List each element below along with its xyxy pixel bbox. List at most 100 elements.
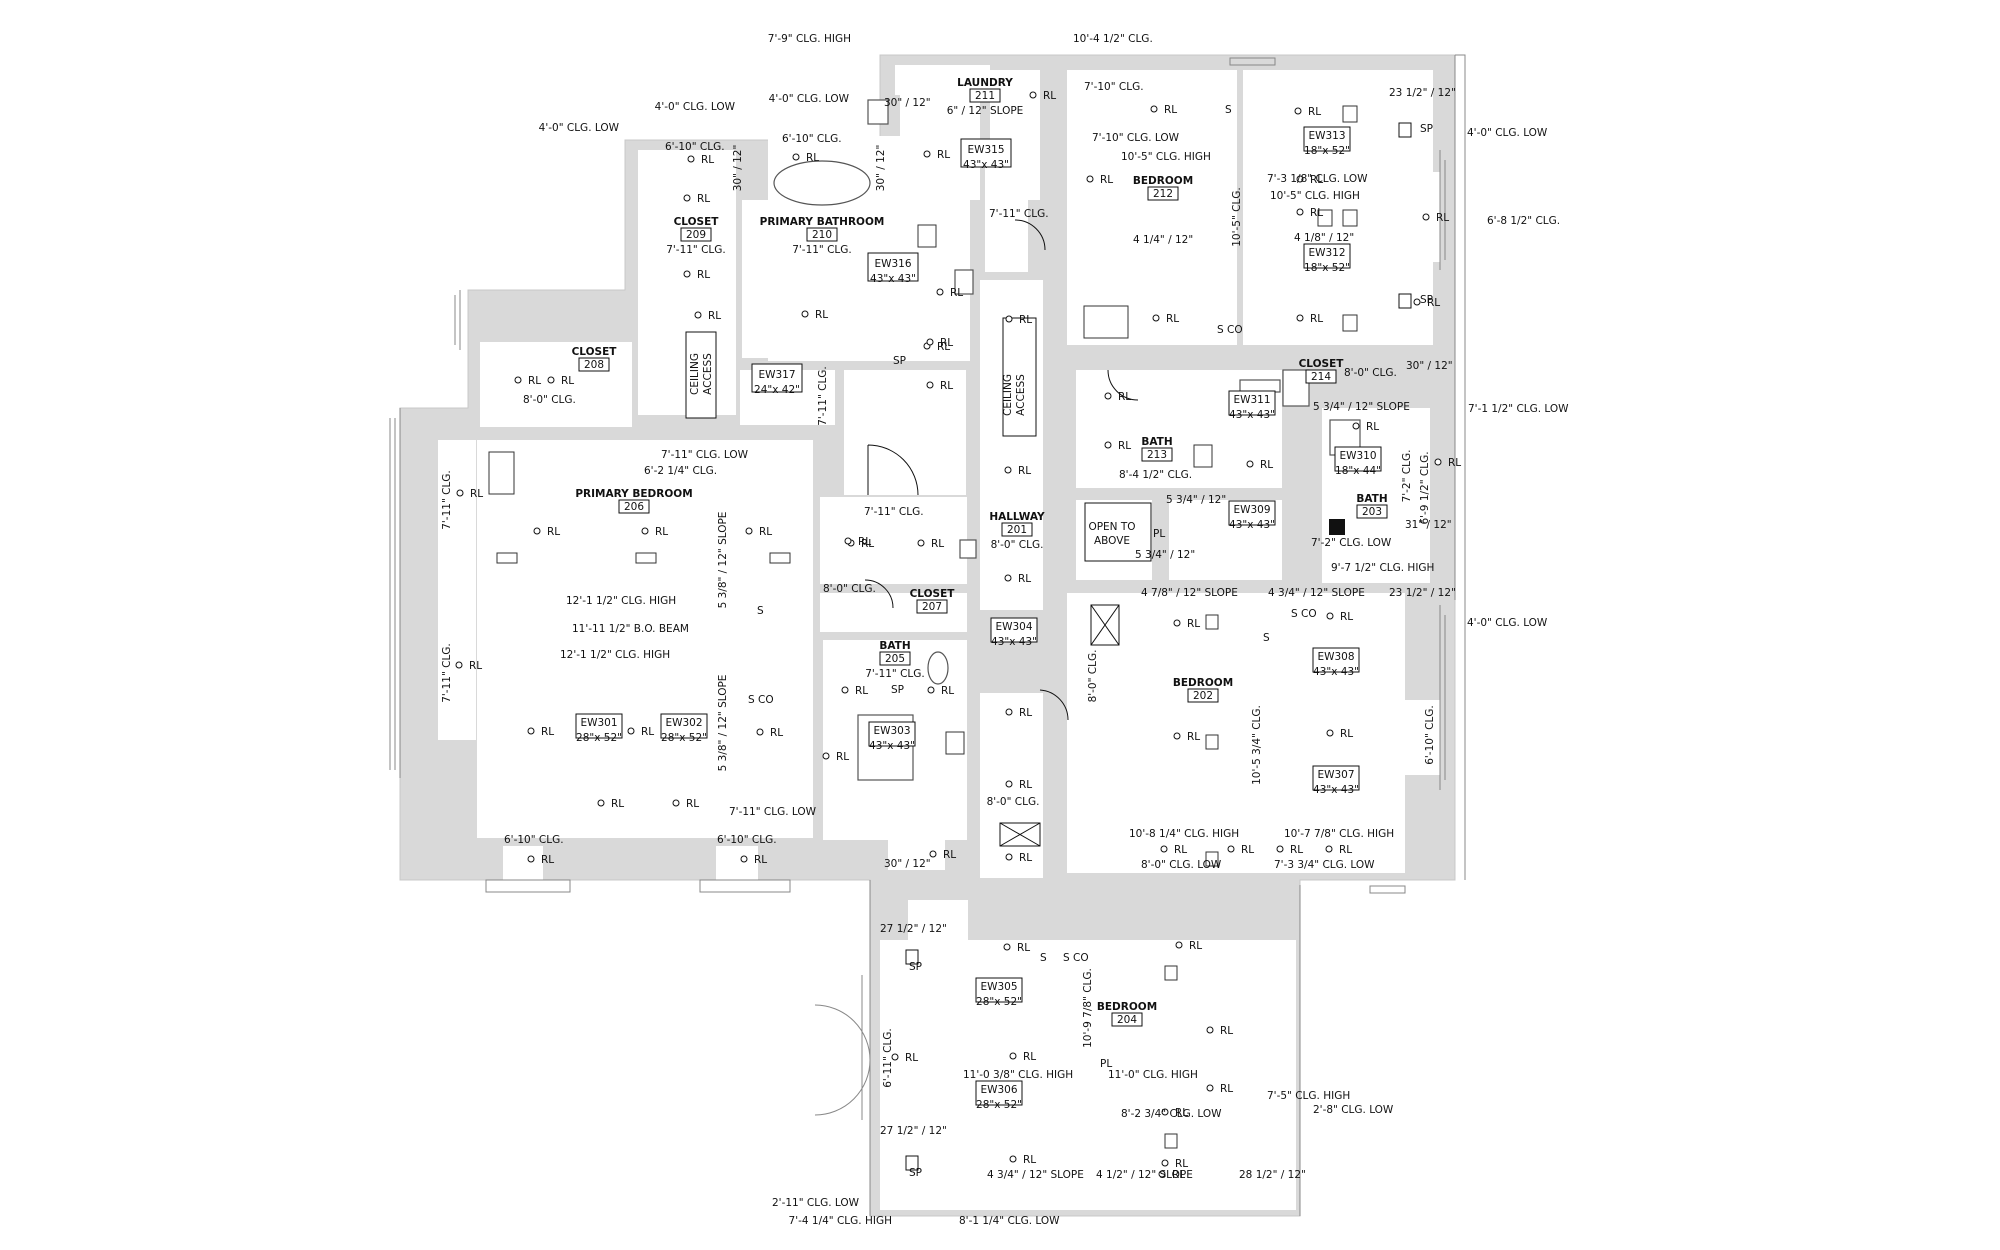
light-dot — [1009, 1052, 1017, 1060]
vertical-label: 10'-9 7/8" CLG. — [1082, 968, 1094, 1048]
recessed-light-label: RL — [1310, 174, 1323, 186]
ceiling-note: 7'-3 1/8" CLG. LOW — [1267, 173, 1368, 185]
recessed-light-label: RL — [855, 685, 868, 697]
vertical-label-text: 5 3/8" / 12" SLOPE — [717, 512, 729, 609]
room-number: 211 — [975, 90, 995, 102]
room-number-box — [1141, 447, 1173, 462]
device-label: S — [1225, 104, 1232, 116]
ceiling-note: 4 3/4" / 12" SLOPE — [1268, 587, 1365, 599]
ceiling-note: 4'-0" CLG. LOW — [769, 93, 850, 105]
light-dot — [929, 850, 937, 858]
equipment-size: 28"x 52" — [976, 996, 1022, 1008]
room-number-box — [578, 357, 610, 372]
light-dot — [740, 855, 748, 863]
room-name: BATH — [1141, 436, 1172, 448]
recessed-light-label: RL — [1019, 314, 1032, 326]
room-name: CLOSET — [572, 346, 618, 358]
equipment-size: 43"x 43" — [991, 636, 1037, 648]
vertical-label-text: 7'-2" CLG. — [1401, 450, 1413, 503]
recessed-light-label: RL — [697, 193, 710, 205]
recessed-light-label: RL — [1043, 90, 1056, 102]
ceiling-note: 11'-0" CLG. HIGH — [1108, 1069, 1198, 1081]
device-label: S CO — [748, 694, 774, 706]
room-number: 204 — [1117, 1014, 1137, 1026]
closet-ceiling-access-box — [685, 331, 717, 419]
device-label: S — [757, 605, 764, 617]
room-number: 205 — [885, 653, 905, 665]
equipment-box — [960, 138, 1012, 168]
room-number: 201 — [1007, 524, 1027, 536]
recessed-light-label: RL — [611, 798, 624, 810]
recessed-light-label: RL — [1340, 611, 1353, 623]
recessed-light-label: RL — [1174, 844, 1187, 856]
recessed-light-label: RL — [1023, 1051, 1036, 1063]
recessed-light-label: RL — [1019, 852, 1032, 864]
equipment-id: EW305 — [980, 981, 1017, 993]
device-label: S — [1040, 952, 1047, 964]
vertical-label: 6'-10" CLG. — [1424, 705, 1436, 765]
ceiling-note: 6'-10" CLG. — [782, 133, 842, 145]
light-dot — [927, 686, 935, 694]
room-name: BATH — [879, 640, 910, 652]
room-name: LAUNDRY — [957, 77, 1013, 89]
ceiling-note: 5 3/4" / 12" — [1135, 549, 1195, 561]
vertical-label: 10'-5" CLG. — [1231, 187, 1243, 247]
recessed-light-label: RL — [941, 685, 954, 697]
device-label: S CO — [1291, 608, 1317, 620]
light-dot — [936, 288, 944, 296]
light-dot — [844, 537, 852, 545]
room-name: PRIMARY BEDROOM — [575, 488, 692, 500]
room-number-box — [1305, 369, 1337, 384]
equipment-size: 18"x 44" — [1335, 465, 1381, 477]
light-dot — [841, 686, 849, 694]
device-label: SP — [909, 1167, 922, 1179]
recessed-light-label: RL — [1339, 844, 1352, 856]
light-dot — [1352, 422, 1360, 430]
ceiling-note: 7'-11" CLG. — [864, 506, 924, 518]
recessed-light-label: RL — [940, 337, 953, 349]
ceiling-note: 10'-4 1/2" CLG. — [1073, 33, 1153, 45]
ceiling-note: 6'-10" CLG. — [504, 834, 564, 846]
equipment-size: 18"x 52" — [1304, 145, 1350, 157]
light-dot — [1173, 619, 1181, 627]
vertical-label: 30" / 12" — [875, 145, 887, 192]
equipment-box — [868, 721, 916, 747]
light-dot — [1206, 1026, 1214, 1034]
light-dot — [923, 150, 931, 158]
ceiling-note: 30" / 12" — [1406, 360, 1453, 372]
light-dot — [1206, 1084, 1214, 1092]
ceiling-note: 8'-2 3/4" CLG. LOW — [1121, 1108, 1222, 1120]
recessed-light-label: RL — [541, 854, 554, 866]
equipment-box — [575, 713, 623, 739]
misc-label: OPEN TO — [1088, 521, 1135, 533]
light-dot — [917, 539, 925, 547]
device-label: S CO — [1063, 952, 1089, 964]
light-dot — [527, 855, 535, 863]
ceiling-note: 27 1/2" / 12" — [880, 923, 947, 935]
equipment-size: 24"x 42" — [754, 384, 800, 396]
light-dot — [683, 194, 691, 202]
vertical-label: 30" / 12" — [732, 145, 744, 192]
light-dot — [1173, 732, 1181, 740]
light-dot — [641, 527, 649, 535]
equipment-id: EW310 — [1339, 450, 1376, 462]
recessed-light-label: RL — [641, 726, 654, 738]
light-dot — [1161, 1159, 1169, 1167]
recessed-light-label: RL — [655, 526, 668, 538]
equipment-size: 43"x 43" — [963, 159, 1009, 171]
light-dot — [1005, 853, 1013, 861]
room-note: 7'-11" CLG. — [666, 244, 726, 256]
light-dot — [1326, 729, 1334, 737]
ceiling-note: 7'-11" CLG. LOW — [661, 449, 749, 461]
ceiling-note: 30" / 12" — [884, 97, 931, 109]
recessed-light-label: RL — [770, 727, 783, 739]
ceiling-note: 9'-7 1/2" CLG. HIGH — [1331, 562, 1434, 574]
recessed-light-label: RL — [1220, 1083, 1233, 1095]
recessed-light-label: RL — [1175, 1158, 1188, 1170]
fixtures — [488, 99, 1412, 1171]
room-number-box — [879, 651, 911, 666]
light-dot — [547, 376, 555, 384]
recessed-light-label: RL — [1017, 942, 1030, 954]
